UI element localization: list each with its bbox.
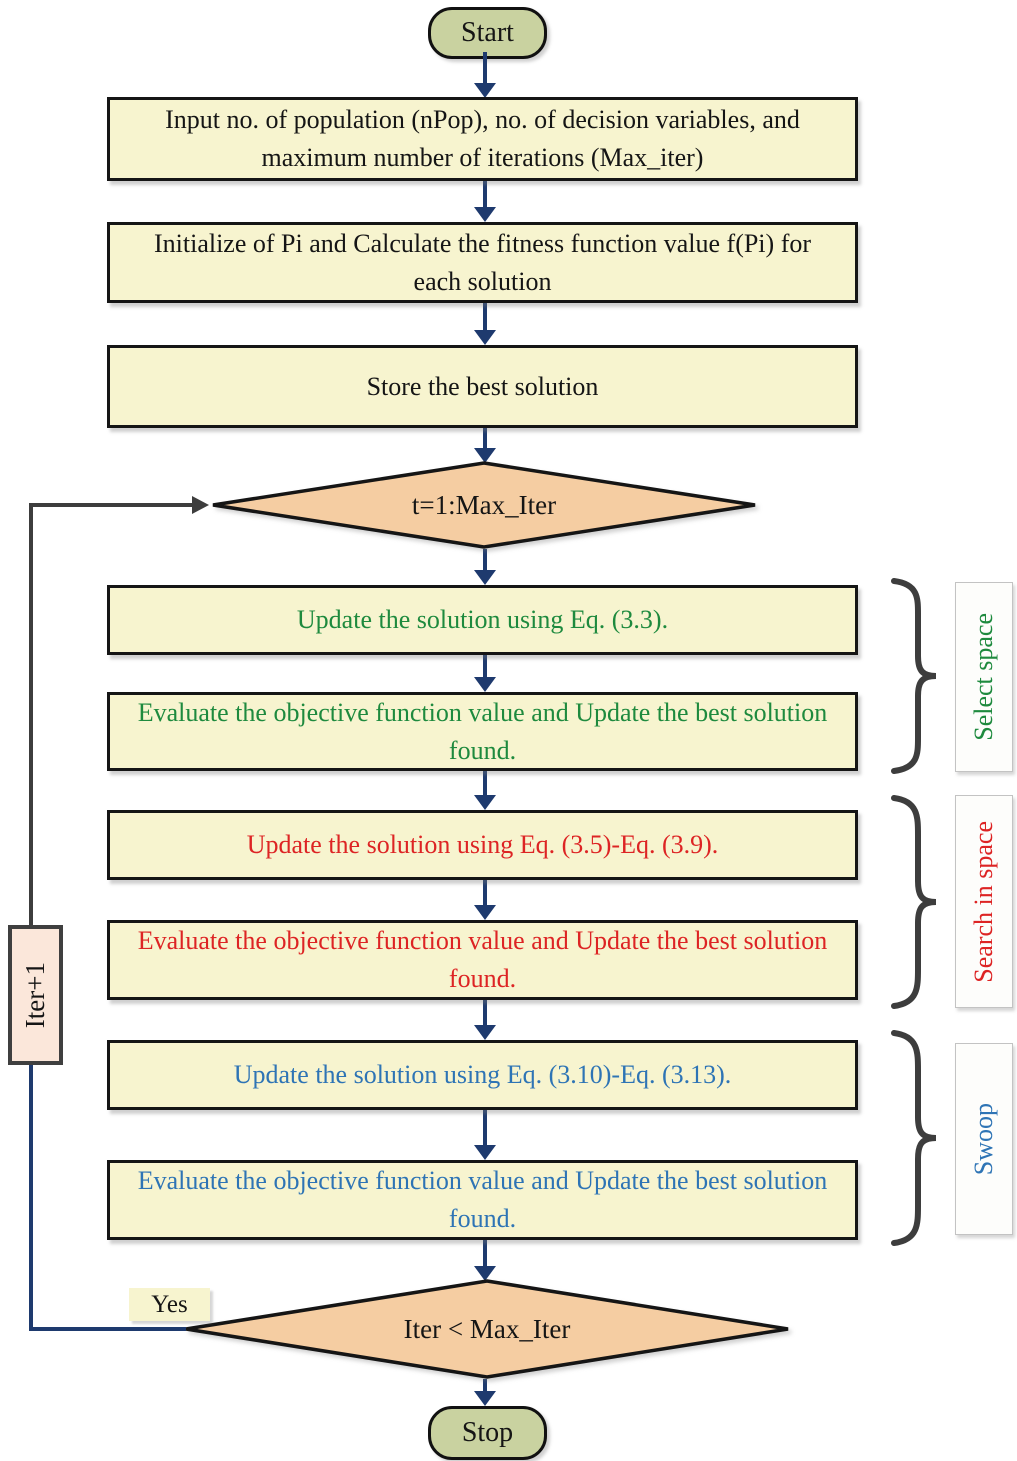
increment-box: Iter+1: [8, 925, 63, 1065]
yes-label: Yes: [129, 1288, 210, 1321]
flow-arrow-line: [483, 52, 487, 84]
flow-arrow-line: [483, 771, 487, 796]
brace-shape: [891, 1030, 937, 1246]
step-store-best-text: Store the best solution: [366, 371, 599, 401]
diamond-shape: [212, 461, 756, 549]
step-update-swoop: Update the solution using Eq. (3.10)-Eq.…: [107, 1040, 858, 1110]
decision-loop-start: t=1:Max_Iter: [210, 461, 758, 549]
brace-icon: [888, 793, 946, 1011]
phase-search-in-space-label: Search in space: [969, 820, 998, 983]
step-update-swoop-text: Update the solution using Eq. (3.10)-Eq.…: [233, 1060, 732, 1089]
loop-line-bottom: [31, 1327, 186, 1331]
decision-loop-end-text: Iter < Max_Iter: [403, 1313, 571, 1344]
flow-arrow-line: [483, 181, 487, 208]
arrow-down-icon: [474, 570, 496, 585]
flow-arrow-line: [483, 1000, 487, 1026]
stop-label: Stop: [461, 1417, 514, 1448]
brace-shape: [891, 578, 937, 774]
phase-select-space-label: Select space: [969, 613, 998, 741]
brace-shape: [891, 795, 937, 1009]
step-update-search-text: Update the solution using Eq. (3.5)-Eq. …: [246, 830, 719, 859]
step-evaluate-select-text: Evaluate the objective function value an…: [137, 697, 828, 765]
yes-label-text: Yes: [151, 1290, 188, 1318]
flow-arrow-line: [483, 428, 487, 449]
phase-swoop-label: Swoop: [969, 1102, 998, 1176]
step-input-text: Input no. of population (nPop), no. of d…: [165, 105, 800, 172]
step-initialize: Initialize of Pi and Calculate the fitne…: [107, 222, 858, 303]
flow-arrow-line: [483, 303, 487, 331]
step-input: Input no. of population (nPop), no. of d…: [107, 97, 858, 181]
arrow-down-icon: [474, 207, 496, 222]
arrow-down-icon: [474, 1145, 496, 1160]
step-evaluate-search-text: Evaluate the objective function value an…: [137, 926, 828, 993]
start-node: Start: [428, 7, 547, 59]
brace-icon: [888, 1028, 946, 1248]
arrow-down-icon: [474, 448, 496, 463]
step-update-search: Update the solution using Eq. (3.5)-Eq. …: [107, 810, 858, 880]
loop-line-top: [31, 503, 193, 507]
flow-arrow-line: [483, 1110, 487, 1146]
flow-arrow-line: [483, 655, 487, 678]
arrow-down-icon: [474, 1391, 496, 1406]
arrow-down-icon: [474, 1025, 496, 1040]
step-evaluate-search: Evaluate the objective function value an…: [107, 920, 858, 1000]
arrow-down-icon: [474, 905, 496, 920]
flow-arrow-line: [483, 1240, 487, 1267]
step-evaluate-swoop-text: Evaluate the objective function value an…: [137, 1166, 828, 1233]
brace-icon: [888, 576, 946, 776]
flow-arrow-line: [483, 1379, 487, 1392]
loop-line-vertical-upper: [29, 503, 33, 933]
phase-select-space: Select space: [955, 582, 1013, 772]
step-evaluate-swoop: Evaluate the objective function value an…: [107, 1160, 858, 1240]
arrow-down-icon: [474, 795, 496, 810]
step-update-select: Update the solution using Eq. (3.3).: [107, 585, 858, 655]
step-update-select-text: Update the solution using Eq. (3.3).: [296, 605, 669, 634]
stop-node: Stop: [428, 1406, 547, 1460]
increment-label: Iter+1: [20, 961, 50, 1029]
arrow-down-icon: [474, 1266, 496, 1281]
start-label: Start: [461, 17, 514, 48]
diamond-shape: [185, 1279, 789, 1379]
loop-line-vertical-lower: [29, 1060, 33, 1331]
decision-loop-start-text: t=1:Max_Iter: [411, 489, 557, 520]
phase-search-in-space: Search in space: [955, 795, 1013, 1008]
flow-arrow-line: [483, 880, 487, 906]
arrow-down-icon: [474, 83, 496, 98]
arrow-right-icon: [192, 496, 209, 514]
step-evaluate-select: Evaluate the objective function value an…: [107, 692, 858, 771]
decision-loop-end: Iter < Max_Iter: [183, 1279, 791, 1379]
step-store-best: Store the best solution: [107, 345, 858, 428]
phase-swoop: Swoop: [955, 1043, 1013, 1235]
arrow-down-icon: [474, 330, 496, 345]
arrow-down-icon: [474, 677, 496, 692]
step-initialize-text: Initialize of Pi and Calculate the fitne…: [153, 228, 812, 296]
flow-arrow-line: [483, 549, 487, 571]
